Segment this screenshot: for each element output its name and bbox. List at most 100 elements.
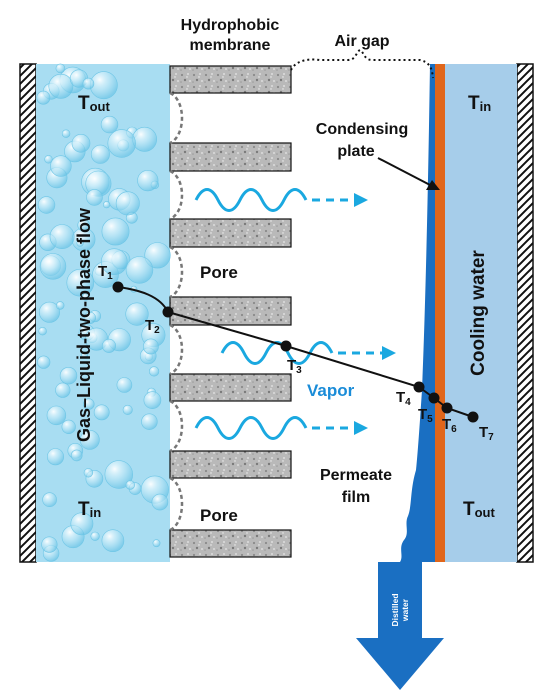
bubble: [137, 170, 159, 192]
bubble: [82, 77, 95, 90]
membrane-block: [169, 218, 292, 248]
bubble: [38, 301, 60, 323]
temperature-point-t6: [441, 402, 453, 414]
bubble: [38, 327, 47, 336]
bubble: [55, 63, 66, 74]
air-gap-label: Air gap: [334, 33, 389, 50]
bubble: [59, 367, 78, 385]
bubble: [83, 468, 94, 478]
bubble: [70, 512, 94, 536]
bubble: [100, 115, 119, 134]
pore-label-upper: Pore: [200, 263, 238, 282]
bubble: [86, 189, 103, 206]
t5-label: T5: [418, 406, 433, 425]
bubble: [37, 355, 51, 369]
membrane-block: [169, 529, 292, 558]
bubble: [125, 480, 136, 490]
bubble: [143, 391, 162, 410]
pore-label-lower: Pore: [200, 506, 238, 525]
vapor-arrow: [194, 188, 308, 212]
bubble: [83, 311, 96, 325]
bubble: [81, 292, 90, 301]
feed-bubbles: [36, 63, 171, 562]
bubble: [116, 377, 133, 393]
bubble: [79, 429, 100, 450]
bubble: [142, 338, 159, 355]
bubble: [89, 71, 118, 100]
coolant-inlet-temperature: Tin: [468, 93, 491, 114]
cooling-water-label: Cooling water: [468, 250, 489, 376]
bubble: [152, 539, 161, 548]
coolant-outlet-temperature: Tout: [463, 499, 495, 520]
bubble: [49, 224, 75, 250]
bubble: [46, 448, 64, 466]
bubble: [149, 366, 160, 377]
vapor-arrowhead: [382, 346, 396, 360]
bubble: [55, 382, 71, 398]
bubble: [61, 129, 71, 138]
feed-outlet-temperature: Tout: [78, 93, 110, 114]
permeate-film-label: Permeate: [320, 467, 392, 484]
bubble: [104, 460, 134, 489]
bubble: [36, 90, 51, 105]
condensing-plate-leader-head: [426, 180, 440, 190]
bubble: [70, 449, 83, 462]
membrane-block: [169, 142, 292, 172]
bubble: [50, 155, 72, 177]
feed-inlet-temperature: Tin: [78, 499, 101, 520]
bubble: [101, 217, 130, 246]
bubble: [76, 239, 84, 247]
membrane-block: [169, 373, 292, 402]
bubble: [90, 531, 100, 541]
air-gap-brace: [290, 48, 434, 79]
vapor-arrow: [220, 341, 334, 365]
bubble: [93, 404, 110, 421]
bubble: [71, 134, 91, 153]
bubble: [46, 405, 67, 426]
bubble: [125, 302, 149, 326]
cooling-water-channel: [445, 64, 517, 562]
vapor-arrow: [194, 416, 308, 440]
distilled-water-arrow: [356, 562, 444, 690]
bubble: [61, 419, 76, 435]
bubble: [101, 248, 128, 276]
flow-label: Gas–Liquid-two-phase flow: [74, 207, 94, 442]
bubble: [102, 338, 117, 353]
membrane-block: [169, 65, 292, 94]
condensing-plate-label-line2: plate: [337, 143, 374, 160]
bubble: [77, 219, 90, 232]
temperature-point-t3: [280, 340, 292, 352]
temperature-points: [112, 281, 479, 423]
right-wall: [516, 63, 534, 563]
bubble: [101, 529, 125, 553]
membrane: [169, 65, 292, 558]
bubble: [83, 398, 95, 410]
t4-label: T4: [396, 389, 411, 408]
bubble: [144, 242, 171, 269]
bubble: [132, 126, 158, 152]
membrane-block: [169, 296, 292, 326]
vapor-arrowhead: [354, 193, 368, 207]
bubble: [42, 492, 57, 508]
membrane-label-line2: membrane: [190, 37, 271, 54]
membrane-label: Hydrophobic: [181, 17, 280, 34]
t1-label: T1: [98, 263, 113, 282]
bubble: [44, 155, 53, 164]
vapor-arrowheads: [354, 193, 396, 435]
condensing-plate: [435, 64, 445, 562]
temperature-point-t1: [112, 281, 124, 293]
permeate-film: [400, 64, 435, 562]
t7-label: T7: [479, 424, 494, 443]
vapor-arrowhead: [354, 421, 368, 435]
temperature-point-t4: [413, 381, 425, 393]
bubble: [41, 536, 58, 553]
permeate-film-label-line2: film: [342, 489, 370, 506]
bubble: [141, 413, 158, 430]
distilled-water-label-line2: water: [400, 598, 410, 622]
t2-label: T2: [145, 317, 160, 336]
condensing-plate-leader: [377, 157, 433, 187]
bubble: [90, 144, 110, 164]
vapor-label: Vapor: [307, 381, 355, 400]
bubble: [55, 301, 65, 310]
